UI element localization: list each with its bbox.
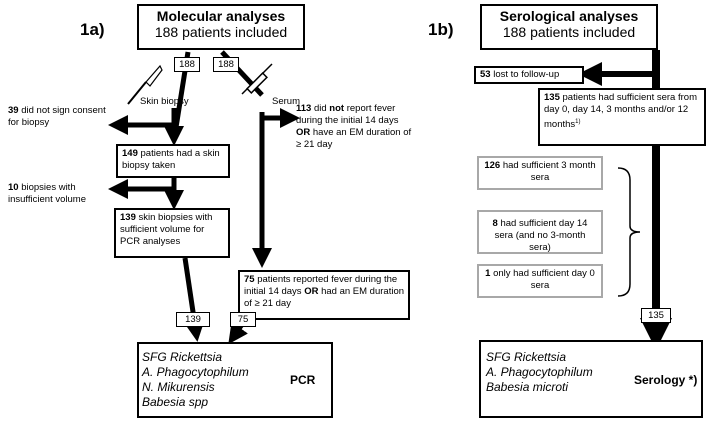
- sufficient-box: 139 skin biopsies with sufficient volume…: [114, 208, 230, 258]
- pcr-pathogen: N. Mikurensis: [142, 380, 215, 394]
- no-fever-part1: did: [311, 103, 330, 114]
- serological-title: Serological analyses: [499, 8, 639, 24]
- no-consent-count: 39: [8, 105, 19, 116]
- biopsy-taken-box: 149 patients had a skin biopsy taken: [116, 144, 230, 178]
- pcr-pathogen: A. Phagocytophilum: [142, 365, 249, 379]
- biopsy-taken-desc: patients had a skin biopsy taken: [122, 148, 220, 171]
- sera-desc: patients had sufficient sera from day 0,…: [544, 92, 697, 131]
- sub2-desc: had sufficient day 14 sera (and no 3-mon…: [494, 218, 588, 253]
- panel-b-label: 1b): [428, 20, 454, 39]
- insufficient-desc: biopsies with insufficient volume: [8, 182, 86, 205]
- no-fever-or: OR: [296, 127, 311, 138]
- no-fever-not: not: [329, 103, 345, 114]
- sub3-desc: only had sufficient day 0 sera: [490, 268, 595, 291]
- no-fever-text: 113 did not report fever during the init…: [292, 101, 416, 163]
- sufficient-sera-box: 135 patients had sufficient sera from da…: [538, 88, 706, 146]
- sufficient-desc: skin biopsies with sufficient volume for…: [120, 212, 213, 247]
- lost-count: 53: [480, 69, 491, 80]
- fever-part1: patients reported fever during the initi…: [244, 274, 398, 297]
- pcr-pathogen: Babesia spp: [142, 395, 209, 409]
- fever-or: OR: [304, 286, 319, 297]
- serology-label: Serology *): [634, 373, 698, 387]
- serology-result-box: [479, 340, 703, 418]
- pcr-result-box: [137, 342, 333, 418]
- molecular-title-box: Molecular analyses 188 patients included: [137, 4, 305, 50]
- count-75: 75: [230, 312, 256, 327]
- count-135: 135: [641, 308, 671, 323]
- biopsy-taken-count: 149: [122, 148, 138, 159]
- insufficient-text: 10 biopsies with insufficient volume: [4, 180, 120, 212]
- sufficient-count: 139: [120, 212, 136, 223]
- molecular-subtitle: 188 patients included: [154, 24, 288, 40]
- molecular-title: Molecular analyses: [156, 8, 286, 24]
- serological-subtitle: 188 patients included: [502, 24, 636, 40]
- scalpel-icon: [127, 64, 163, 105]
- lost-desc: lost to follow-up: [490, 69, 560, 80]
- subgroup-day-14-box: 8 had sufficient day 14 sera (and no 3-m…: [477, 210, 603, 254]
- subgroup-3-month-box: 126 had sufficient 3 month sera: [477, 156, 603, 190]
- no-fever-count: 113: [296, 103, 312, 114]
- syringe-icon: [241, 63, 273, 95]
- no-fever-part2: report fever during the initial 14 days: [296, 103, 399, 126]
- sub3-count: 1: [485, 268, 491, 279]
- fever-box: 75 patients reported fever during the in…: [238, 270, 410, 320]
- pcr-label: PCR: [290, 373, 316, 387]
- insufficient-count: 10: [8, 182, 19, 193]
- sub1-desc: had sufficient 3 month sera: [500, 160, 596, 183]
- count-188-right: 188: [213, 57, 239, 72]
- sub1-count: 126: [484, 160, 501, 171]
- fever-part2: had an EM duration of ≥ 21 day: [244, 286, 405, 309]
- sera-footnote: 1): [575, 119, 581, 125]
- no-consent-desc: did not sign consent for biopsy: [8, 105, 106, 128]
- sub2-count: 8: [492, 218, 498, 229]
- serology-pathogen: A. Phagocytophilum: [486, 365, 593, 379]
- fever-count: 75: [244, 274, 255, 285]
- lost-box: 53 lost to follow-up: [474, 66, 584, 84]
- serology-pathogen: SFG Rickettsia: [486, 350, 567, 364]
- serology-pathogen: Babesia microti: [486, 380, 569, 394]
- no-consent-text: 39 did not sign consent for biopsy: [4, 103, 120, 139]
- serology-pathogen-list: SFG Rickettsia A. Phagocytophilum Babesi…: [486, 350, 593, 395]
- serum-label: Serum: [272, 96, 300, 107]
- serological-title-box: Serological analyses 188 patients includ…: [480, 4, 658, 50]
- sera-count: 135: [544, 92, 560, 103]
- pcr-pathogen: SFG Rickettsia: [142, 350, 223, 364]
- no-fever-part3: have an EM duration of ≥ 21 day: [296, 127, 412, 150]
- subgroup-brace: [617, 167, 641, 297]
- count-188-left: 188: [174, 57, 200, 72]
- panel-a-label: 1a): [80, 20, 105, 39]
- subgroup-day-0-box: 1 only had sufficient day 0 sera: [477, 264, 603, 298]
- count-139: 139: [176, 312, 210, 327]
- pcr-pathogen-list: SFG Rickettsia A. Phagocytophilum N. Mik…: [142, 350, 249, 410]
- skin-biopsy-label: Skin biopsy: [140, 96, 189, 107]
